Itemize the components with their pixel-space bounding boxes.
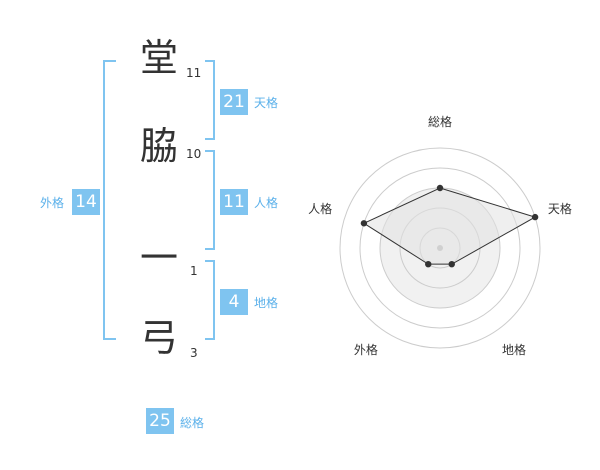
radar-axis-label-1: 総格	[428, 114, 452, 129]
name-char-2: 脇	[140, 124, 179, 168]
stroke-count-2: 10	[186, 147, 202, 161]
name-char-1: 堂	[140, 36, 179, 80]
radar-axis-label-4: 外格	[354, 342, 378, 357]
stroke-count-4: 3	[190, 346, 198, 360]
tenkaku-bracket	[205, 60, 215, 140]
name-char-3: 一	[140, 236, 179, 280]
soukaku-label: 総格	[180, 416, 205, 430]
jinkaku-label: 人格	[254, 196, 279, 210]
radar-axis-label-5: 人格	[308, 201, 332, 216]
radar-point-5	[360, 220, 368, 227]
gaikaku-bracket	[103, 60, 116, 340]
tenkaku-badge: 21	[220, 89, 248, 115]
radar-axis-label-3: 地格	[502, 342, 526, 357]
radar-point-1	[436, 184, 444, 192]
soukaku-badge: 25	[146, 408, 174, 434]
tenkaku-label: 天格	[254, 96, 279, 110]
radar-ring	[339, 147, 541, 349]
stroke-count-3: 1	[190, 264, 198, 278]
chikaku-bracket	[205, 260, 215, 340]
radar-point-3	[448, 260, 455, 268]
radar-point-2	[531, 213, 539, 221]
gaikaku-badge: 14	[72, 189, 100, 215]
jinkaku-bracket	[205, 150, 215, 250]
name-char-4: 弓	[140, 316, 179, 360]
radar-ring	[359, 167, 521, 329]
stroke-count-1: 11	[186, 66, 202, 80]
radar-point-4	[425, 260, 432, 268]
gaikaku-label: 外格	[40, 196, 65, 210]
chikaku-label: 地格	[254, 296, 279, 310]
jinkaku-badge: 11	[220, 189, 248, 215]
radar-axis-label-2: 天格	[548, 201, 572, 216]
chikaku-badge: 4	[220, 289, 248, 315]
radar-series-polygon	[362, 187, 537, 265]
